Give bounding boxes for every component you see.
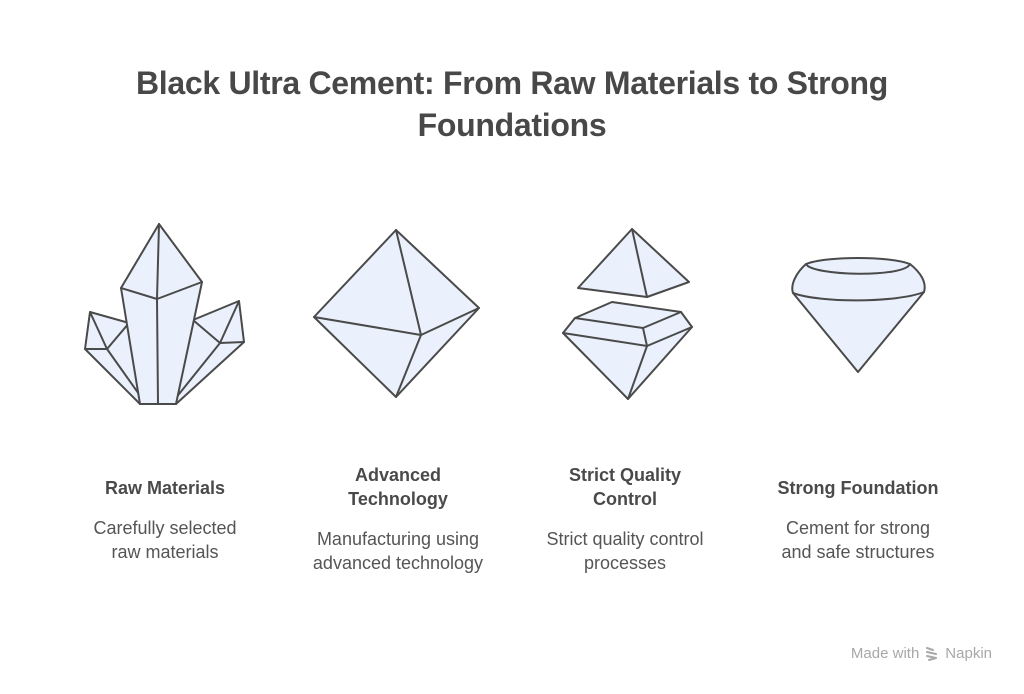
step-raw-materials: Raw Materials Carefully selected raw mat… — [55, 476, 275, 564]
crystal-cluster-icon — [84, 223, 245, 405]
step-heading: Strict Quality Control — [568, 465, 682, 509]
step-description: Cement for strong and safe structures — [781, 518, 935, 562]
step-advanced-technology: Advanced Technology Manufacturing using … — [288, 463, 508, 575]
split-diamond-icon — [562, 228, 693, 400]
step-strict-quality-control: Strict Quality Control Strict quality co… — [515, 463, 735, 575]
step-strong-foundation: Strong Foundation Cement for strong and … — [748, 476, 968, 564]
footer-prefix: Made with — [850, 645, 920, 662]
title-line-2: Foundations — [417, 107, 607, 143]
footer-brand: Napkin — [945, 645, 992, 662]
step-heading: Strong Foundation — [777, 478, 939, 498]
napkin-logo-icon — [926, 646, 938, 661]
made-with-napkin-badge[interactable]: Made with Napkin — [851, 645, 992, 662]
page-title: Black Ultra Cement: From Raw Materials t… — [0, 62, 1024, 146]
step-description: Carefully selected raw materials — [93, 518, 237, 562]
cone-diamond-icon — [791, 257, 926, 373]
step-description: Strict quality control processes — [546, 529, 704, 573]
octahedron-icon — [313, 229, 480, 398]
step-heading: Advanced Technology — [348, 465, 448, 509]
step-heading: Raw Materials — [104, 478, 226, 498]
title-line-1: Black Ultra Cement: From Raw Materials t… — [136, 65, 888, 101]
step-description: Manufacturing using advanced technology — [312, 529, 484, 573]
